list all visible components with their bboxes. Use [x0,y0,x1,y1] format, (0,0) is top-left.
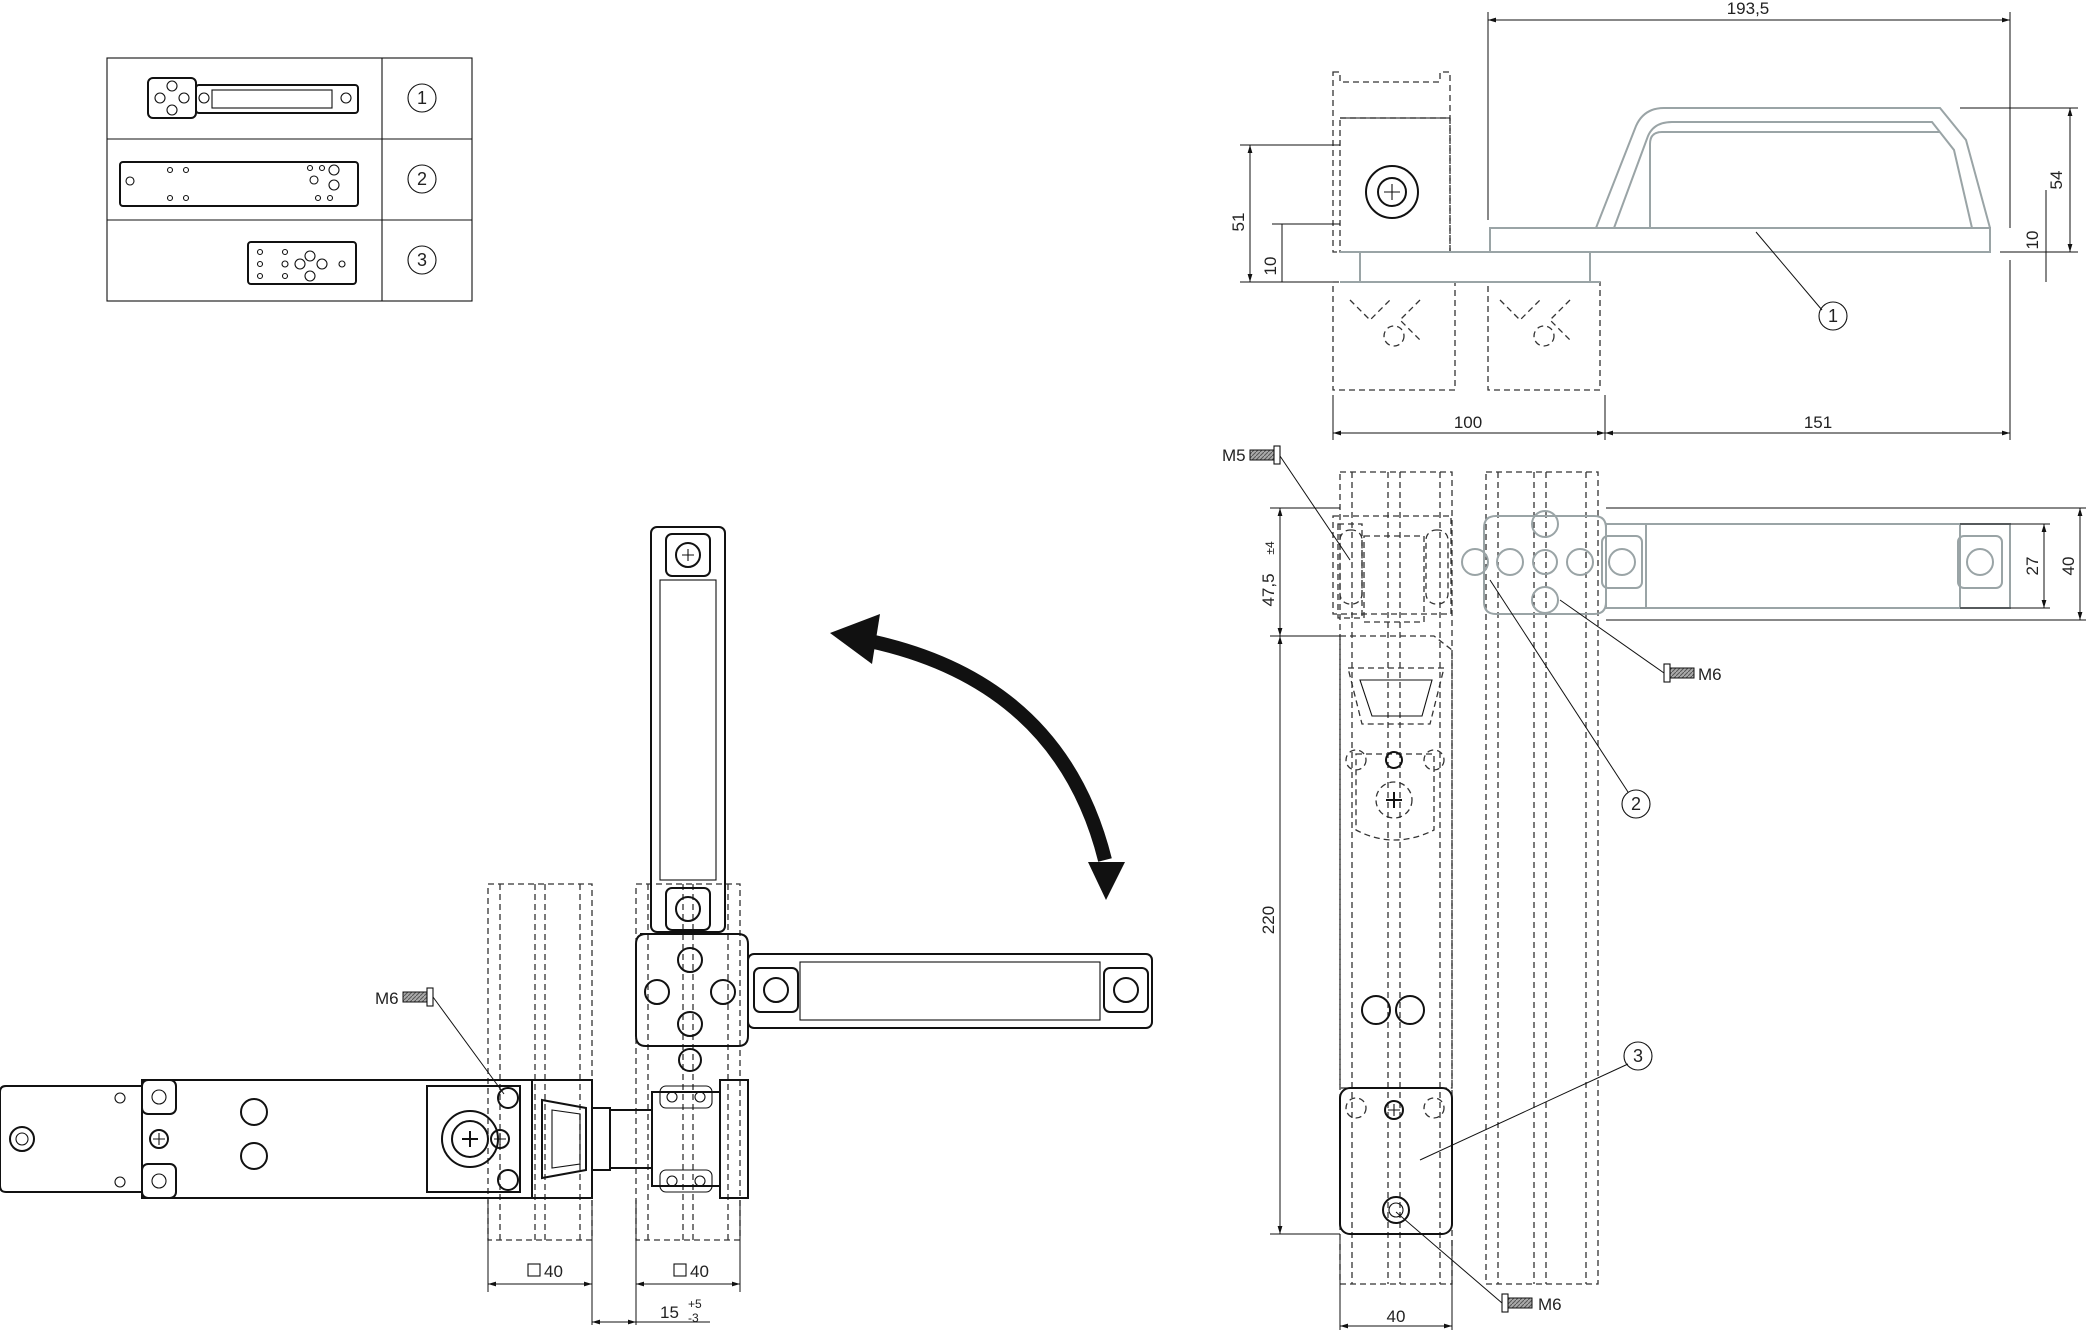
dim-height-total: 51 [1229,213,1248,232]
side-view-profiles [1339,471,1599,1285]
front-view-assembly: M6 40 40 15 +5 -3 [0,526,1153,1325]
label-m6-front: M6 [375,989,399,1008]
legend-part-2-thumbnail [119,161,359,207]
side-view-switch [1332,515,1453,1235]
top-view: 193,5 51 10 54 10 100 151 1 [1229,0,2078,440]
dim-length: 220 [1259,906,1278,934]
dim-bracket-width: 40 [2059,557,2078,576]
dim-profile-width: 100 [1454,413,1482,432]
safety-switch-body [0,1079,533,1199]
dim-gap: 15 [660,1303,679,1322]
door-handle-lowered [747,953,1153,1029]
screw-m6-front [402,987,505,1095]
side-view-dims [1270,507,2086,1330]
door-handle-raised [650,526,726,933]
legend-table: 1 2 [106,57,473,302]
legend-row-2-number: 2 [417,169,427,189]
callout-1-circle [1818,301,1848,331]
side-view: 47,5 ±4 220 27 40 40 M5 M6 M6 2 [1222,445,2086,1330]
legend-row-1-circle [407,83,437,113]
callout-2-circle [1621,789,1651,819]
dim-height-plate-left: 10 [1261,257,1280,276]
dim-square-2: 40 [690,1262,709,1281]
dim-height-plate-right: 10 [2023,231,2042,250]
dim-handle-width: 27 [2023,557,2042,576]
side-view-handle-bracket [1461,510,2011,615]
legend-part-1-thumbnail [147,77,359,119]
callout-1: 1 [1828,306,1838,326]
dim-offset: 47,5 [1259,573,1278,606]
dim-top-width: 193,5 [1727,0,1770,18]
screw-m6-side-upper [1559,599,1695,683]
actuator-head [531,1079,749,1199]
callout-3-circle [1623,1041,1653,1071]
legend-row-2-circle [407,164,437,194]
top-view-dims [1240,12,2078,440]
aluminium-profile-left [487,883,593,1241]
top-view-profiles [1332,281,1601,391]
legend-row-3-circle [407,245,437,275]
rotation-arrow [830,614,1125,900]
top-view-handle [1340,107,1991,283]
door-handle-pivot [635,933,749,1072]
aluminium-profile-right [635,883,741,1241]
label-m6-side-lower: M6 [1538,1295,1562,1314]
dim-offset-tol: ±4 [1263,541,1277,555]
label-m5: M5 [1222,446,1246,465]
dim-gap-tol-upper: +5 [688,1297,702,1311]
legend-row-3-number: 3 [417,250,427,270]
screw-m5 [1249,445,1351,561]
dims-front-bottom [487,1200,741,1325]
callout-2: 2 [1631,794,1641,814]
dim-handle-reach: 151 [1804,413,1832,432]
top-view-switch-housing [1332,71,1451,253]
dim-handle-height: 54 [2047,171,2066,190]
dim-gap-tol-lower: -3 [688,1311,699,1325]
dim-square-1: 40 [544,1262,563,1281]
legend-part-3-thumbnail [247,241,357,285]
label-m6-side-upper: M6 [1698,665,1722,684]
screw-m6-side-lower [1395,1211,1533,1313]
callout-3: 3 [1633,1046,1643,1066]
legend-row-1-number: 1 [417,88,427,108]
dim-bottom-width: 40 [1387,1307,1406,1326]
